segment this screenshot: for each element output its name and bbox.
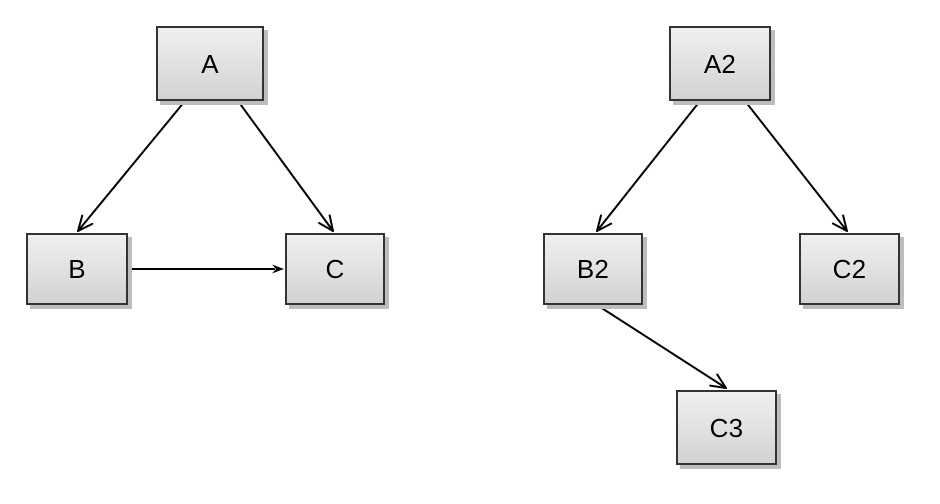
arrowhead-barb-2 [842, 214, 848, 232]
node-c3-label: C3 [709, 412, 744, 443]
edge-a2-to-c2 [744, 100, 848, 232]
node-c2[interactable]: C2 [799, 233, 900, 305]
edge-a2-to-b2 [596, 100, 701, 232]
node-a2[interactable]: A2 [669, 26, 771, 101]
edge-a-to-c [237, 100, 334, 232]
arrowhead-barb-1 [77, 214, 84, 232]
edge-b-to-c [128, 264, 284, 274]
edge-line [596, 304, 727, 389]
node-b[interactable]: B [26, 233, 128, 305]
arrowhead-barb-1 [596, 214, 602, 232]
node-a2-label: A2 [703, 48, 737, 79]
node-a[interactable]: A [156, 26, 264, 101]
arrowhead-filled [272, 264, 284, 274]
node-c3[interactable]: C3 [676, 390, 777, 465]
edge-b2-to-c3 [596, 304, 727, 389]
arrowhead-barb-1 [318, 222, 334, 232]
arrowhead-barb-2 [77, 222, 94, 232]
arrowhead-barb-2 [328, 214, 334, 232]
arrowhead-barb-1 [831, 222, 848, 232]
edge-line [237, 100, 334, 232]
edge-a-to-b [77, 100, 186, 232]
edge-line [77, 100, 186, 232]
node-c-label: C [325, 254, 345, 284]
node-b2-label: B2 [576, 254, 610, 284]
arrowhead-barb-1 [709, 384, 727, 389]
node-b2[interactable]: B2 [543, 233, 643, 305]
node-c[interactable]: C [285, 233, 385, 305]
edge-line [744, 100, 848, 232]
node-c2-label: C2 [832, 254, 867, 284]
edge-line [596, 100, 701, 232]
node-b-label: B [68, 254, 86, 284]
arrowhead-barb-2 [716, 373, 727, 389]
node-a-label: A [201, 48, 219, 79]
arrowhead-barb-2 [596, 222, 613, 232]
